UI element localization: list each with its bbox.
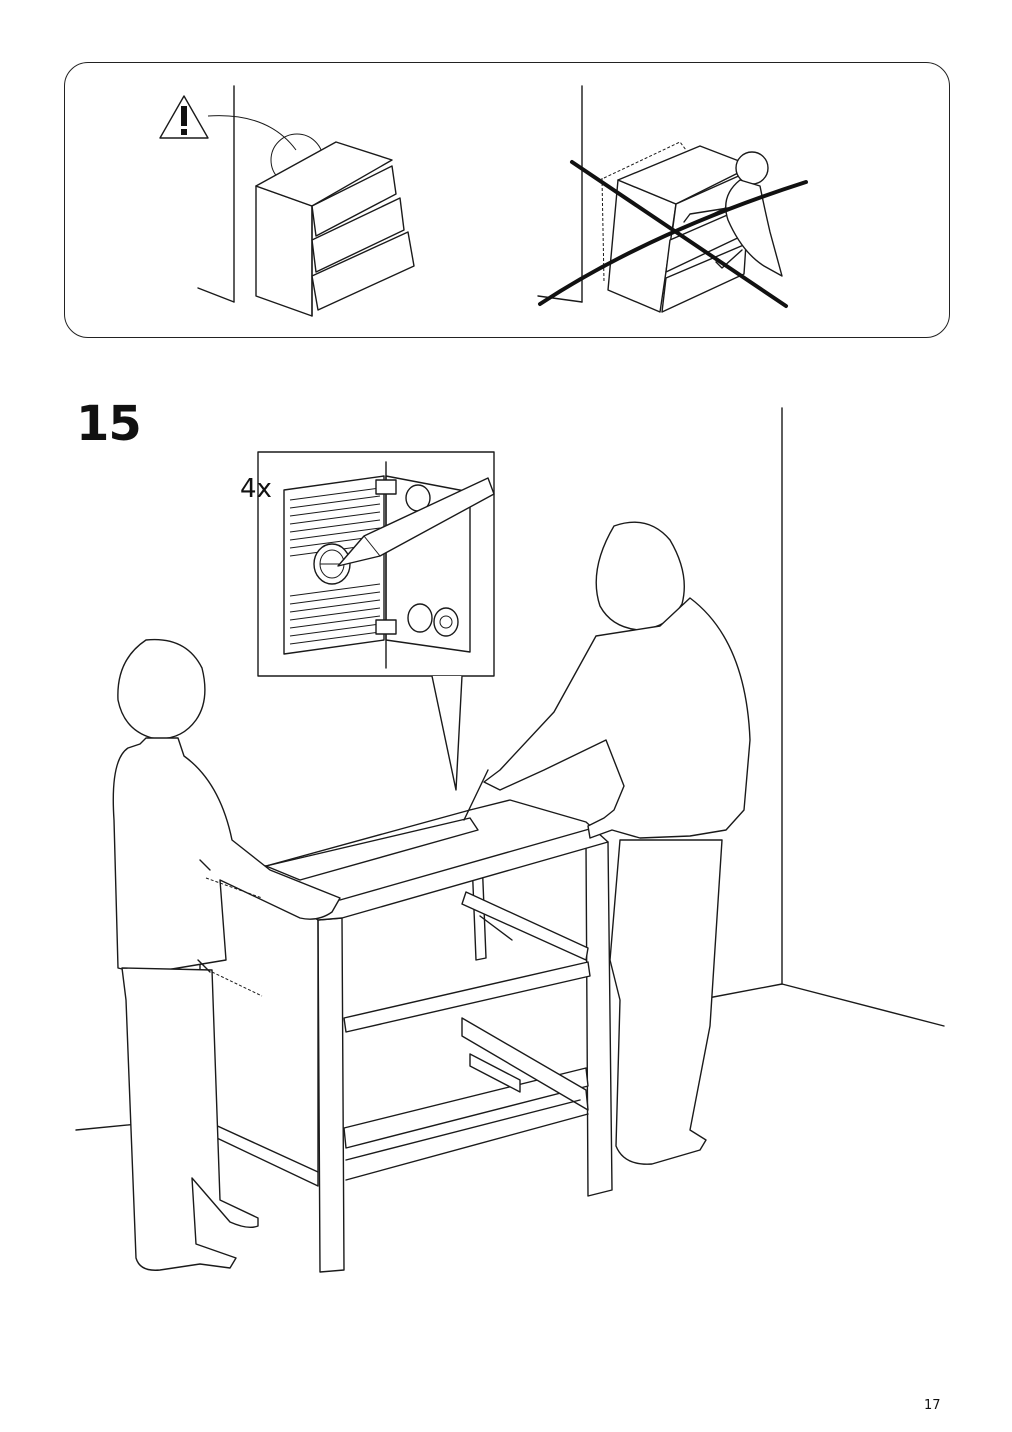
page-number: 17 — [924, 1398, 941, 1413]
child-climbing-crossed-icon — [537, 85, 808, 313]
cabinet-frame — [199, 799, 613, 1273]
step-number: 15 — [76, 396, 142, 452]
person-left — [112, 638, 341, 1271]
detail-callout — [257, 451, 495, 791]
anchored-chest-icon — [197, 85, 415, 317]
warning-triangle-icon — [159, 95, 209, 139]
quantity-label: 4x — [240, 474, 272, 504]
person-right — [463, 521, 751, 1165]
safety-warning-panel — [64, 62, 950, 338]
